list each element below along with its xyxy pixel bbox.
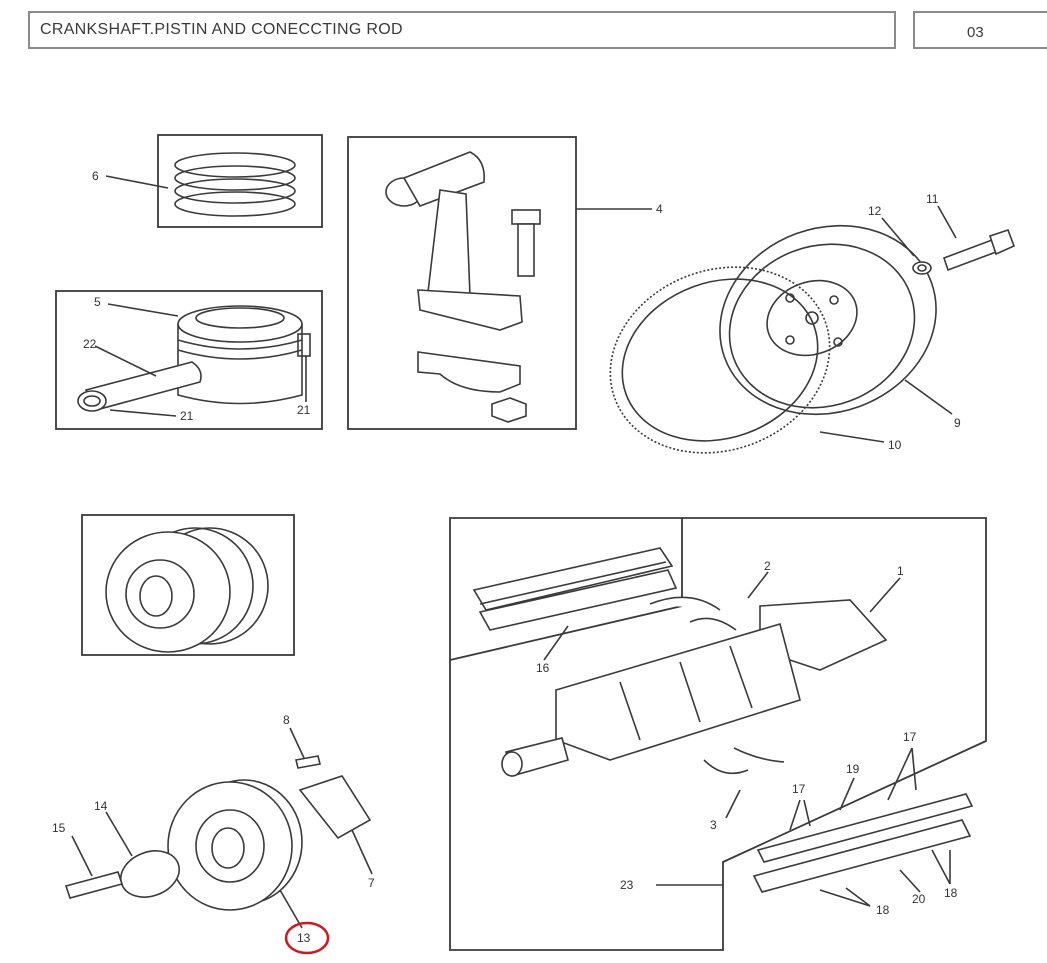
crank-pulley-group: 14 15 8 7 13 xyxy=(52,713,375,955)
callout-3: 3 xyxy=(710,818,717,832)
callout-20: 20 xyxy=(912,892,926,906)
callout-5: 5 xyxy=(94,295,101,309)
callout-15: 15 xyxy=(52,821,66,835)
callout-22: 22 xyxy=(83,337,97,351)
callout-18-right: 18 xyxy=(944,886,958,900)
connecting-rod-group: 4 xyxy=(347,136,663,430)
callout-23: 23 xyxy=(620,878,634,892)
callout-17-right: 17 xyxy=(903,730,917,744)
connecting-rod-frame xyxy=(347,136,577,430)
pulley-box-group xyxy=(81,514,295,656)
piston-rings-group: 6 xyxy=(92,134,323,228)
callout-1: 1 xyxy=(897,564,904,578)
pulley-frame xyxy=(81,514,295,656)
page-number: 03 xyxy=(967,24,984,41)
callout-12: 12 xyxy=(868,204,882,218)
crankshaft-frame xyxy=(449,517,987,951)
page-title: CRANKSHAFT.PISTIN AND CONECCTING ROD xyxy=(40,21,403,38)
highlight-ring xyxy=(284,921,330,955)
callout-10: 10 xyxy=(888,438,902,452)
piston-frame xyxy=(55,290,323,430)
callout-8: 8 xyxy=(283,713,290,727)
callout-17-left: 17 xyxy=(792,782,806,796)
callout-18-bottom: 18 xyxy=(876,903,890,917)
callout-6: 6 xyxy=(92,169,99,183)
title-box: CRANKSHAFT.PISTIN AND CONECCTING ROD xyxy=(28,11,896,49)
callout-21-left: 21 xyxy=(180,409,194,423)
flywheel-group: 12 11 9 10 xyxy=(609,192,1016,454)
callout-7: 7 xyxy=(368,876,375,890)
callout-21-right: 21 xyxy=(297,403,311,417)
crankshaft-group: 2 1 16 3 17 19 17 20 18 18 23 xyxy=(449,517,987,951)
piston-group: 5 22 21 21 xyxy=(55,290,323,430)
callout-14: 14 xyxy=(94,799,108,813)
callout-19: 19 xyxy=(846,762,860,776)
callout-13: 13 xyxy=(297,931,311,945)
piston-rings-frame xyxy=(157,134,323,228)
callout-16: 16 xyxy=(536,661,550,675)
callout-9: 9 xyxy=(954,416,961,430)
page-number-box: 03 xyxy=(913,11,1047,49)
callout-2: 2 xyxy=(764,559,771,573)
callout-11: 11 xyxy=(926,192,939,206)
callout-4: 4 xyxy=(656,202,663,216)
